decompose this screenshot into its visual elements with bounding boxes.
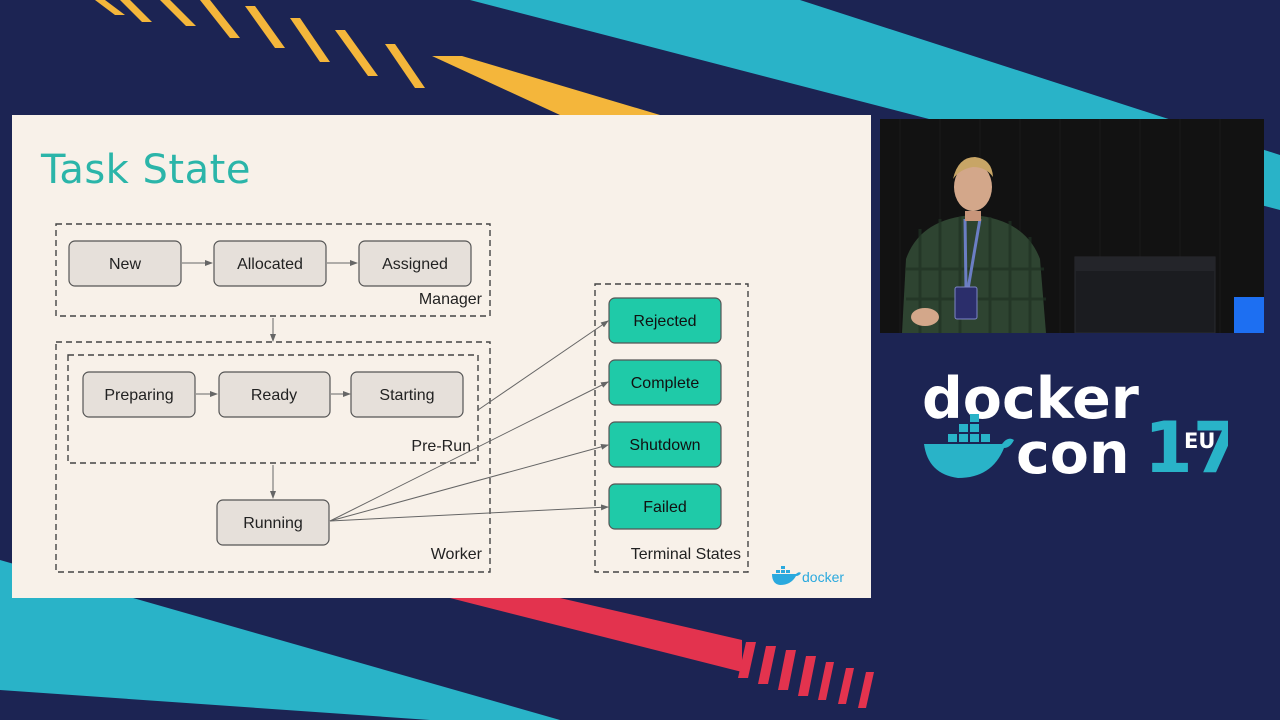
state-complete: Complete — [608, 359, 722, 406]
state-preparing-label: Preparing — [104, 387, 173, 404]
state-allocated: Allocated — [213, 240, 327, 287]
state-new-label: New — [109, 256, 141, 273]
arrow-prerun-rejected — [477, 320, 609, 411]
red-dashes — [738, 642, 874, 708]
docker-footer-logo: docker — [772, 566, 844, 585]
state-rejected-label: Rejected — [633, 313, 696, 330]
state-failed-label: Failed — [643, 499, 687, 516]
pre-run-group-label: Pre-Run — [411, 438, 471, 455]
red-stripe-bottom — [450, 598, 742, 672]
state-ready-label: Ready — [251, 387, 297, 404]
lanyard — [963, 218, 968, 290]
arrow-running-failed — [329, 504, 609, 522]
slide-title: Task State — [41, 147, 251, 193]
worker-group — [55, 341, 491, 573]
state-preparing: Preparing — [82, 371, 196, 418]
monitor-glow — [1234, 297, 1264, 333]
speaker-video — [880, 119, 1264, 333]
manager-group — [55, 223, 491, 317]
dockercon-eu-logo: docker con 17 EU — [918, 360, 1228, 485]
state-starting-label: Starting — [379, 387, 434, 404]
state-assigned: Assigned — [358, 240, 472, 287]
logo-line2: con — [1016, 421, 1130, 485]
state-new: New — [68, 240, 182, 287]
arrow-running-complete — [329, 381, 609, 522]
state-running: Running — [216, 499, 330, 546]
terminal-states-group-label: Terminal States — [631, 546, 741, 563]
badge — [954, 286, 978, 320]
teal-stripe-bottom — [0, 560, 560, 720]
logo-line1: docker — [922, 366, 1139, 432]
docker-whale-icon — [772, 566, 801, 585]
speaker-head — [954, 163, 992, 211]
docker-whale-icon — [924, 414, 1014, 478]
state-failed: Failed — [608, 483, 722, 530]
logo-region: EU — [1184, 429, 1215, 453]
pre-run-group — [67, 354, 479, 464]
state-shutdown-label: Shutdown — [629, 437, 700, 454]
yellow-dashes — [95, 0, 425, 88]
state-starting: Starting — [350, 371, 464, 418]
transition-arrows — [182, 260, 609, 522]
yellow-stripe-top — [432, 56, 660, 115]
speaker-scene — [880, 119, 1264, 333]
manager-group-label: Manager — [419, 291, 483, 308]
logo-year: 17 — [1144, 407, 1228, 485]
state-shutdown: Shutdown — [608, 421, 722, 468]
state-complete-label: Complete — [631, 375, 700, 392]
arrow-running-shutdown — [329, 443, 609, 522]
worker-group-label: Worker — [431, 546, 483, 563]
state-assigned-label: Assigned — [382, 256, 448, 273]
state-running-label: Running — [243, 515, 303, 532]
task-state-diagram: New Allocated Assigned Preparing Ready S… — [55, 223, 844, 585]
state-rejected: Rejected — [608, 297, 722, 344]
presentation-slide: Task State New — [12, 115, 871, 598]
speaker-hand — [911, 308, 939, 326]
state-allocated-label: Allocated — [237, 256, 303, 273]
state-ready: Ready — [218, 371, 331, 418]
docker-footer-wordmark: docker — [802, 569, 844, 585]
